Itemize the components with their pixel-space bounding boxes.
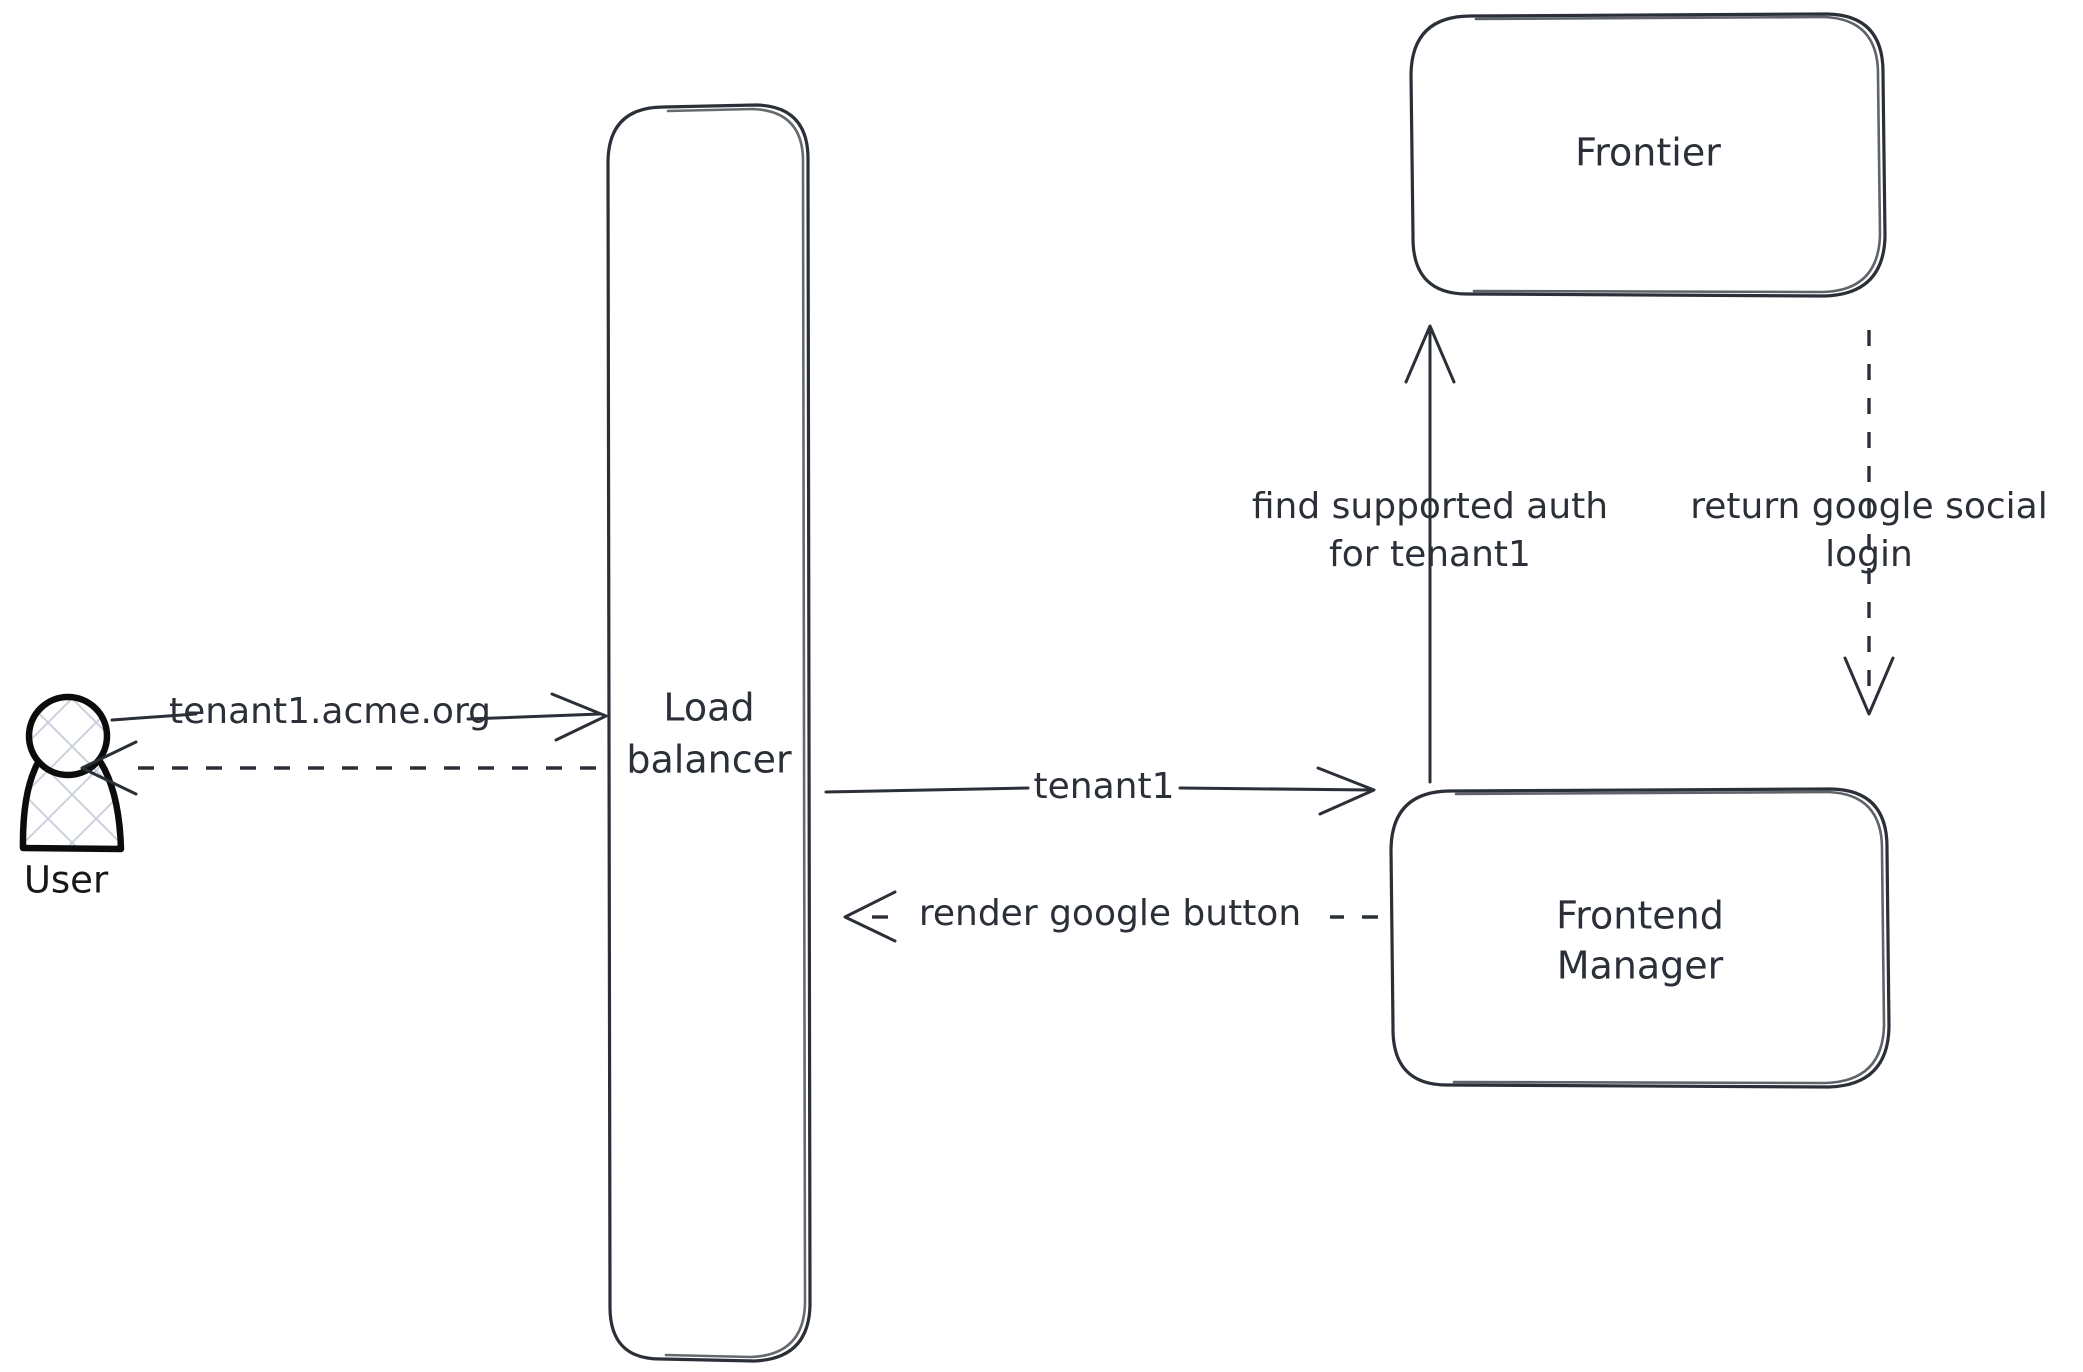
frontier-box-outline-2 xyxy=(1472,15,1882,294)
edge-load-balancer-to-frontend-manager[interactable]: tenant1 xyxy=(824,766,1376,816)
edge-lb-user-arrowhead xyxy=(80,740,138,796)
edge-frontier-to-frontend-manager[interactable]: return google social login xyxy=(1690,330,2048,716)
edge-fm-frontier-label-line2: for tenant1 xyxy=(1329,534,1531,575)
load-balancer-box-fill xyxy=(609,106,809,1360)
edge-lb-fm-seg-left xyxy=(824,786,1030,794)
frontier-label: Frontier xyxy=(1575,131,1721,175)
edge-user-lb-arrowhead xyxy=(550,692,608,742)
frontier-box-outline-1 xyxy=(1409,12,1887,298)
edge-frontier-fm-label-line2: login xyxy=(1825,534,1913,575)
edge-fm-lb-label: render google button xyxy=(919,893,1301,934)
node-load-balancer[interactable]: Load balancer xyxy=(606,103,812,1363)
frontend-manager-box-fill xyxy=(1392,790,1888,1086)
node-frontier[interactable]: Frontier xyxy=(1409,12,1887,298)
load-balancer-label-line2: balancer xyxy=(626,738,792,782)
edge-lb-fm-label: tenant1 xyxy=(1034,766,1175,807)
node-frontend-manager[interactable]: Frontend Manager xyxy=(1389,787,1891,1089)
frontend-manager-box-outline-2 xyxy=(1452,790,1886,1085)
frontend-manager-label-line2: Manager xyxy=(1557,944,1724,988)
frontier-box-fill xyxy=(1412,15,1884,295)
user-head-fill xyxy=(29,697,107,775)
edge-frontend-manager-to-frontier[interactable]: find supported auth for tenant1 xyxy=(1252,324,1608,784)
user-head-outline xyxy=(25,693,111,779)
edge-fm-lb-arrowhead xyxy=(843,890,897,943)
load-balancer-box-outline-2 xyxy=(664,107,807,1359)
edge-user-lb-seg-right xyxy=(466,712,602,721)
node-user[interactable]: User xyxy=(19,693,125,902)
edge-user-lb-label: tenant1.acme.org xyxy=(169,691,491,732)
edge-load-balancer-to-user[interactable] xyxy=(80,740,596,796)
user-actor-icon xyxy=(19,693,125,853)
edge-fm-frontier-arrowhead xyxy=(1404,324,1456,384)
edge-frontier-fm-arrowhead xyxy=(1843,656,1895,716)
edge-frontend-manager-to-load-balancer[interactable]: render google button xyxy=(843,890,1378,943)
edge-frontier-fm-label-line1: return google social xyxy=(1690,486,2048,527)
frontend-manager-box-outline-1 xyxy=(1389,787,1891,1089)
edge-user-to-load-balancer[interactable]: tenant1.acme.org xyxy=(110,691,608,742)
edge-lb-fm-arrowhead xyxy=(1316,766,1376,816)
user-label: User xyxy=(24,859,109,902)
load-balancer-label-line1: Load xyxy=(663,686,754,730)
load-balancer-box-outline-1 xyxy=(606,103,812,1363)
edge-fm-frontier-label-line1: find supported auth xyxy=(1252,486,1608,527)
edge-user-lb-seg-left xyxy=(110,712,198,722)
edge-lb-fm-seg-right xyxy=(1178,786,1374,792)
frontend-manager-label-line1: Frontend xyxy=(1556,894,1724,938)
